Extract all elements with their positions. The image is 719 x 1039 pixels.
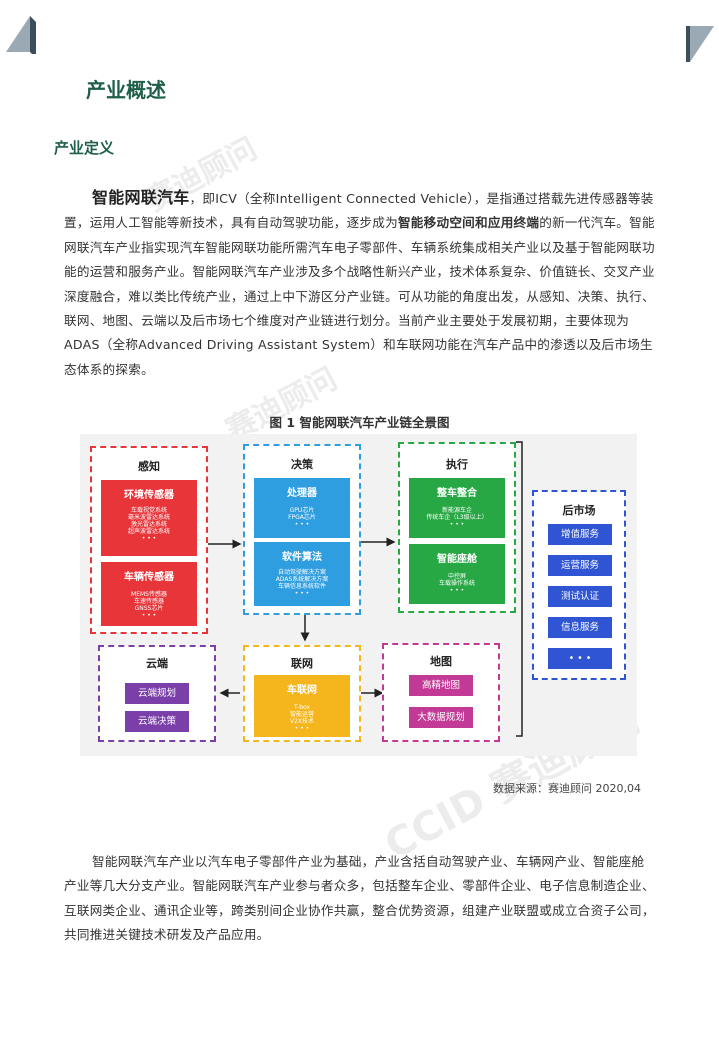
network-title: 联网 [291, 657, 313, 670]
env-sensor-title: 环境传感器 [124, 490, 174, 501]
list-item: 新能源车企 [441, 507, 472, 514]
list-item: 车辆信息系统软件 [277, 583, 326, 590]
smart-cockpit-block: 智能座舱 中控屏 车载操作系统 • • • [409, 544, 505, 604]
list-item: ADAS系统解决方案 [275, 576, 329, 583]
industry-chain-diagram: 感知 环境传感器 车载视觉系统 毫米波雷达系统 激光雷达系统 超声波雷达系统 •… [80, 434, 637, 756]
perception-box: 感知 环境传感器 车载视觉系统 毫米波雷达系统 激光雷达系统 超声波雷达系统 •… [90, 446, 208, 634]
list-item: • • • [141, 535, 157, 542]
map-item: 高精地图 [409, 675, 473, 696]
paragraph-definition: 智能网联汽车，即ICV（全称Intelligent Connected Vehi… [64, 186, 656, 382]
execution-box: 执行 整车整合 新能源车企 传统车企（L3级以上） • • • 智能座舱 中控屏… [398, 442, 516, 613]
cloud-box: 云端 云端规划 云端决策 [98, 645, 216, 742]
list-item: MEMS传感器 [131, 591, 167, 598]
map-item: 大数据规划 [409, 707, 473, 728]
list-item: GPU芯片 [289, 507, 315, 514]
cloud-item: 云端规划 [125, 683, 189, 704]
aftermarket-item: 信息服务 [548, 617, 612, 638]
smart-cockpit-title: 智能座舱 [437, 554, 477, 565]
list-item: 车载视觉系统 [130, 507, 167, 514]
list-item: • • • [294, 590, 310, 597]
software-title: 软件算法 [282, 552, 322, 563]
bold-term: 智能移动空间和应用终端 [397, 215, 540, 231]
page-title: 产业概述 [86, 78, 166, 102]
figure-source: 数据来源：赛迪顾问 2020,04 [493, 782, 641, 795]
software-block: 软件算法 自动驾驶解决方案 ADAS系统解决方案 车辆信息系统软件 • • • [254, 542, 350, 606]
list-item: 智能运营 [289, 711, 314, 718]
paragraph-text: ，即ICV（全称Intelligent Connected Vehicle），是… [64, 191, 654, 231]
aftermarket-item: • • • [548, 648, 612, 669]
vehicle-sensor-block: 车辆传感器 MEMS传感器 车速传感器 GNSS芯片 • • • [101, 562, 197, 626]
vehicle-integration-title: 整车整合 [437, 488, 477, 499]
map-box: 地图 高精地图 大数据规划 [382, 643, 500, 742]
aftermarket-item: 增值服务 [548, 524, 612, 545]
list-item: • • • [449, 521, 465, 528]
aftermarket-item: 运营服务 [548, 555, 612, 576]
list-item: • • • [449, 587, 465, 594]
list-item: GNSS芯片 [134, 605, 164, 612]
list-item: FPGA芯片 [288, 514, 316, 521]
processor-title: 处理器 [287, 488, 317, 499]
iov-block: 车联网 T-box 智能运营 V2X技术 • • • [254, 675, 350, 737]
corner-decoration-right [686, 26, 714, 62]
list-item: 车速传感器 [133, 598, 164, 605]
decision-box: 决策 处理器 GPU芯片 FPGA芯片 • • • 软件算法 自动驾驶解决方案 … [243, 444, 361, 615]
map-title: 地图 [430, 655, 452, 668]
list-item: 中控屏 [447, 573, 466, 580]
list-item: 自动驾驶解决方案 [277, 569, 326, 576]
aftermarket-item: 测试认证 [548, 586, 612, 607]
list-item: 车载操作系统 [438, 580, 475, 587]
network-box: 联网 车联网 T-box 智能运营 V2X技术 • • • [243, 645, 361, 742]
list-item: T-box [293, 704, 311, 711]
list-item: • • • [294, 521, 310, 528]
aftermarket-title: 后市场 [562, 504, 596, 517]
list-item: • • • [141, 612, 157, 619]
corner-decoration-left [6, 16, 36, 54]
perception-title: 感知 [138, 460, 160, 473]
list-item: 超声波雷达系统 [127, 528, 170, 535]
iov-title: 车联网 [287, 685, 317, 696]
lead-term: 智能网联汽车 [92, 188, 190, 207]
paragraph-text: 的新一代汽车。智能网联汽车产业指实现汽车智能网联功能所需汽车电子零部件、车辆系统… [64, 215, 655, 377]
figure-title: 图 1 智能网联汽车产业链全景图 [269, 415, 450, 430]
section-title: 产业定义 [54, 139, 115, 157]
cloud-item: 云端决策 [125, 711, 189, 732]
vehicle-integration-block: 整车整合 新能源车企 传统车企（L3级以上） • • • [409, 478, 505, 538]
paragraph-industry: 智能网联汽车产业以汽车电子零部件产业为基础，产业含括自动驾驶产业、车辆网产业、智… [64, 854, 655, 943]
execution-title: 执行 [446, 458, 468, 471]
list-item: • • • [294, 725, 310, 732]
vehicle-sensor-title: 车辆传感器 [124, 572, 174, 583]
list-item: 激光雷达系统 [130, 521, 167, 528]
decision-title: 决策 [291, 458, 313, 471]
diagram-arrows [208, 441, 523, 737]
processor-block: 处理器 GPU芯片 FPGA芯片 • • • [254, 478, 350, 538]
env-sensor-block: 环境传感器 车载视觉系统 毫米波雷达系统 激光雷达系统 超声波雷达系统 • • … [101, 480, 197, 556]
list-item: 传统车企（L3级以上） [426, 514, 488, 521]
list-item: 毫米波雷达系统 [127, 514, 170, 521]
cloud-title: 云端 [146, 657, 168, 670]
aftermarket-box: 后市场 增值服务 运营服务 测试认证 信息服务 • • • [532, 490, 626, 680]
list-item: V2X技术 [289, 718, 315, 725]
